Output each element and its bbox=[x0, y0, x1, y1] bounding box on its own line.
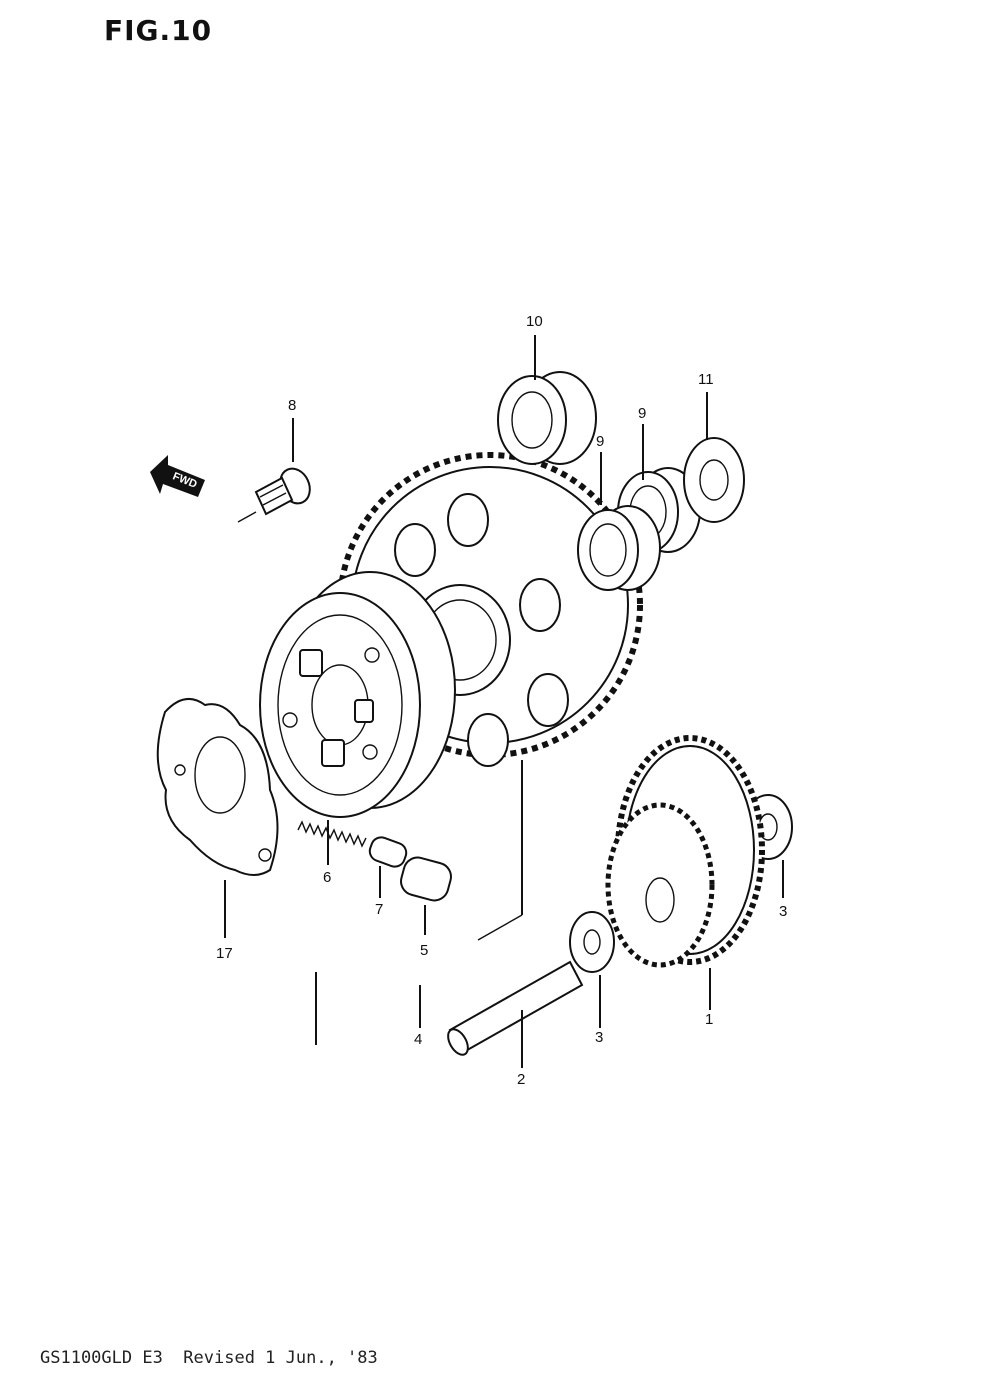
roller-part-5 bbox=[400, 856, 452, 902]
idle-gear-part-1 bbox=[605, 735, 765, 968]
starter-clutch-housing bbox=[259, 571, 456, 818]
callout-11: 11 bbox=[698, 371, 714, 388]
callout-8: 8 bbox=[288, 397, 296, 414]
callout-2: 2 bbox=[517, 1071, 525, 1088]
callout-1: 1 bbox=[705, 1011, 713, 1028]
bolt-part-8 bbox=[237, 467, 311, 523]
bearing-part-10 bbox=[497, 371, 597, 465]
diagram-footer: GS1100GLD E3 Revised 1 Jun., '83 bbox=[40, 1348, 378, 1368]
callout-labels: 10 11 8 9 9 6 7 5 17 4 3 1 3 2 bbox=[216, 313, 787, 1088]
figure-title: FIG.10 bbox=[104, 14, 213, 47]
shaft-part-2 bbox=[447, 960, 584, 1056]
callout-9-b: 9 bbox=[638, 405, 646, 422]
callout-5: 5 bbox=[420, 942, 428, 959]
clutch-plate-part-17 bbox=[156, 697, 279, 876]
callout-7: 7 bbox=[375, 901, 383, 918]
spring-part-6 bbox=[297, 820, 367, 848]
fwd-arrow-icon: FWD bbox=[150, 455, 205, 497]
leader-lines bbox=[224, 335, 784, 1068]
callout-3-lower: 3 bbox=[595, 1029, 603, 1046]
callout-3-right: 3 bbox=[779, 903, 787, 920]
callout-4: 4 bbox=[414, 1031, 422, 1048]
washer-part-11 bbox=[683, 437, 745, 523]
callout-10: 10 bbox=[526, 313, 543, 330]
spring-cap-part-7 bbox=[368, 836, 408, 868]
callout-17: 17 bbox=[216, 945, 233, 962]
needle-bearing-part-9-b bbox=[577, 505, 661, 591]
callout-6: 6 bbox=[323, 869, 331, 886]
callout-9-a: 9 bbox=[596, 433, 604, 450]
washer-part-3-a bbox=[569, 911, 615, 973]
